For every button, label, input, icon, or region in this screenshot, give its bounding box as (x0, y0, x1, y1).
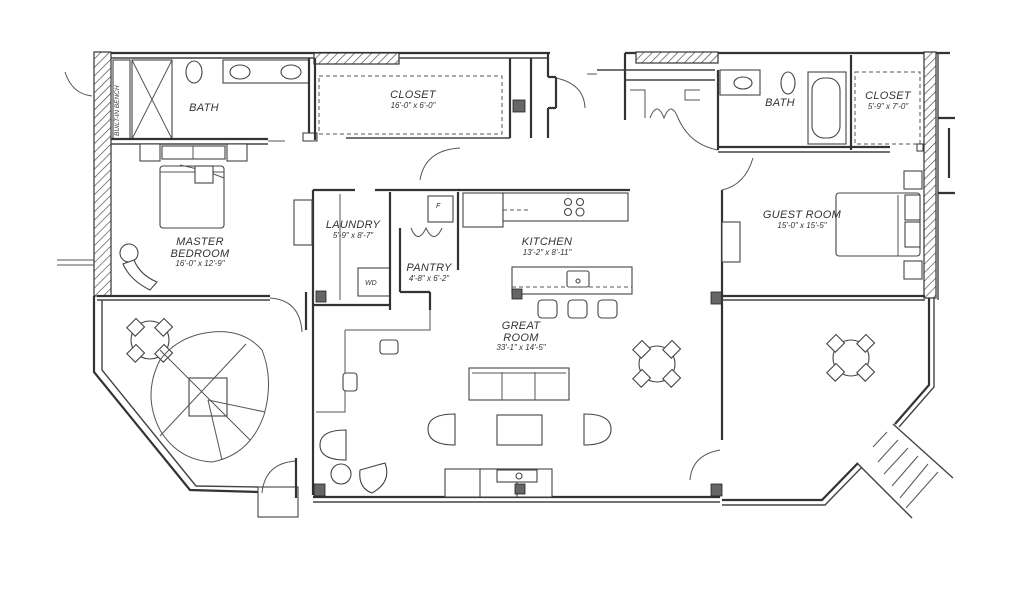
room-label-pantry: PANTRY 4'-8" x 6'-2" (406, 262, 452, 283)
room-dimensions: 13'-2" x 8'-11" (522, 247, 572, 257)
laundry-room (293, 188, 391, 307)
room-label-kitchen: KITCHEN 13'-2" x 8'-11" (521, 236, 573, 257)
washer-dryer-label: WD (365, 280, 377, 287)
room-label-master-bath: BATH (189, 102, 219, 115)
room-name: LAUNDRY (325, 219, 381, 231)
room-dimensions: 15'-0" x 15'-5" (777, 220, 827, 230)
room-dimensions: 5'-9" x 7'-0" (867, 101, 909, 111)
room-name-line1: MASTER (176, 236, 224, 248)
dining-table-west (126, 317, 174, 363)
pantry (375, 147, 461, 310)
dining-table-great-room (632, 339, 682, 388)
armchair (583, 413, 612, 446)
room-label-guest-closet: CLOSET 5'-9" x 7'-0" (865, 90, 911, 111)
room-label-great-room: GREAT ROOM 33'-1" x 14'-5" (496, 320, 546, 353)
guest-room (721, 157, 925, 301)
room-name-line2: ROOM (503, 331, 539, 344)
spiral-stair (150, 331, 270, 463)
deck-stairs (857, 423, 954, 519)
room-name: KITCHEN (521, 236, 573, 248)
sunroom-west (92, 296, 299, 518)
sunroom-east (722, 298, 954, 519)
room-name: GUEST ROOM (762, 209, 842, 221)
dining-table-east (826, 333, 876, 382)
room-label-laundry: LAUNDRY 5'-9" x 8'-7" (325, 219, 381, 240)
armchair (427, 413, 456, 446)
room-label-guest-bath: BATH (765, 97, 795, 110)
built-in-bench-label: BUILT-IN BENCH (114, 85, 121, 136)
great-room (311, 190, 724, 503)
room-name: BATH (765, 97, 795, 109)
room-name-line2: BEDROOM (170, 247, 230, 260)
room-dimensions: 16'-0" x 6'-0" (390, 100, 436, 110)
master-closet (313, 58, 533, 140)
sofa (468, 367, 570, 401)
refrigerator-label: F (436, 203, 441, 210)
room-dimensions: 4'-8" x 6'-2" (408, 273, 450, 283)
master-bath (111, 58, 318, 145)
kitchen (458, 188, 633, 319)
north-walls (111, 51, 625, 138)
room-name: BATH (189, 102, 219, 114)
room-dimensions: 16'-0" x 12'-9" (175, 259, 225, 269)
west-exterior-wall (57, 51, 112, 297)
fireplace (444, 468, 553, 498)
coffee-table (496, 414, 543, 446)
room-name: PANTRY (406, 262, 452, 274)
room-name-line1: GREAT (501, 320, 541, 332)
room-name: CLOSET (865, 90, 911, 102)
room-label-master-closet: CLOSET 16'-0" x 6'-0" (390, 89, 436, 110)
guest-suite-north (623, 51, 955, 300)
room-dimensions: 5'-9" x 8'-7" (332, 230, 374, 240)
room-label-guest-room: GUEST ROOM 15'-0" x 15'-5" (762, 209, 842, 230)
room-name: CLOSET (390, 89, 436, 101)
room-label-master-bedroom: MASTER BEDROOM 16'-0" x 12'-9" (170, 236, 230, 269)
room-dimensions: 33'-1" x 14'-5" (496, 343, 546, 353)
